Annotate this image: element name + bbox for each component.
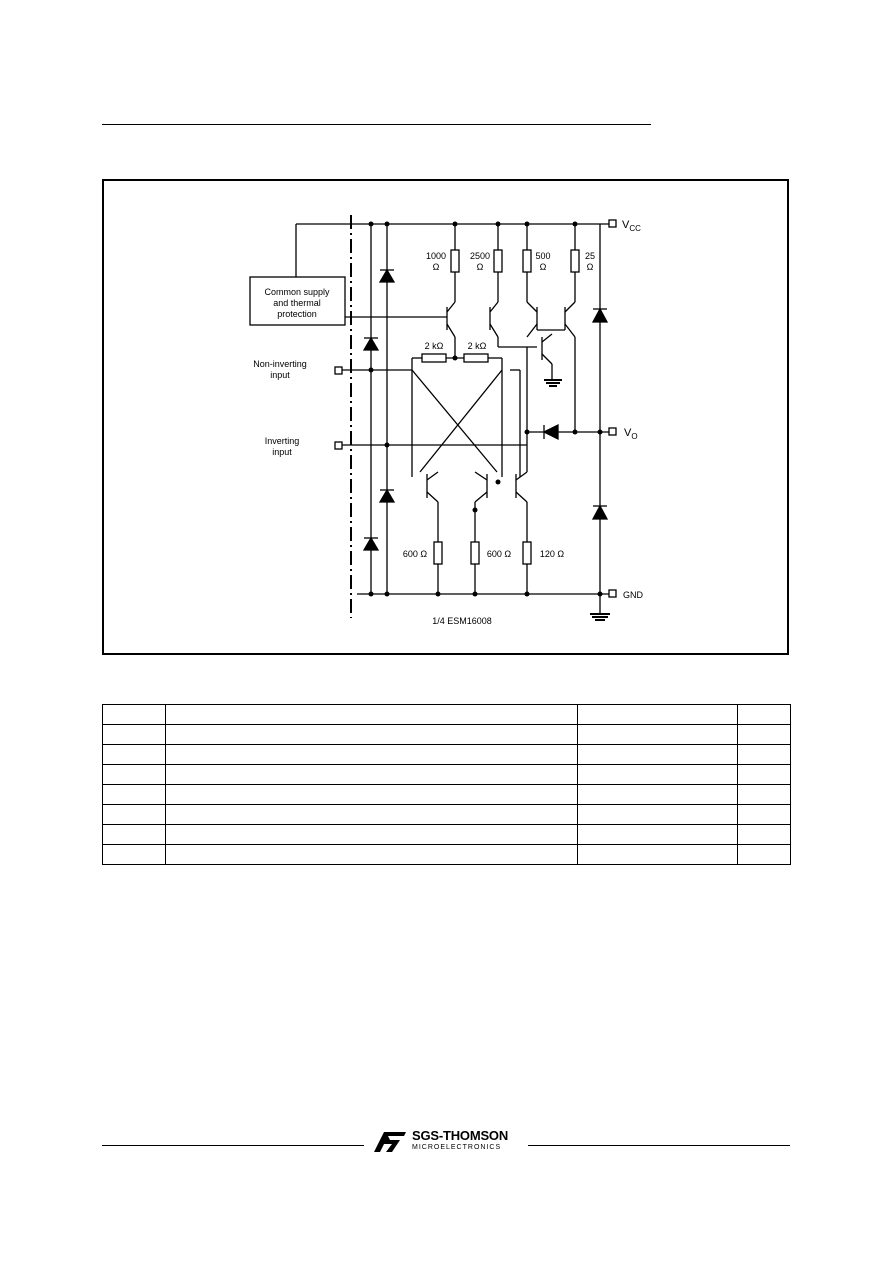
- common-supply-block: [249, 276, 346, 326]
- table-row: [102, 744, 791, 765]
- transistor-icon: [474, 471, 488, 503]
- r7-label: 600 Ω: [403, 549, 428, 559]
- noninv-label-2: input: [270, 370, 290, 380]
- common-block-line-2: and thermal: [273, 298, 321, 308]
- ratings-table: [102, 704, 791, 865]
- transistor-icon: [564, 301, 576, 338]
- header-rule: [102, 124, 651, 125]
- diode-icon: [591, 504, 609, 520]
- resistor-2500: [493, 249, 503, 273]
- r2-value: 2500: [470, 251, 490, 261]
- diode-icon: [378, 488, 396, 503]
- r4-unit: Ω: [587, 262, 594, 272]
- transistor-icon: [526, 301, 538, 338]
- r4-value: 25: [585, 251, 595, 261]
- r1-unit: Ω: [433, 262, 440, 272]
- r9-label: 120 Ω: [540, 549, 565, 559]
- table-row: [102, 844, 791, 865]
- resistor-25: [570, 249, 580, 273]
- common-block-line-3: protection: [277, 309, 317, 319]
- transistor-icon: [515, 471, 528, 503]
- footer-subtitle: MICROELECTRONICS: [412, 1144, 502, 1151]
- inv-label-2: input: [272, 447, 292, 457]
- table-row: [102, 824, 791, 845]
- resistor-600-b: [470, 541, 480, 565]
- vo-label: VO: [624, 427, 638, 441]
- table-row: [102, 704, 791, 725]
- footer-rule-left: [102, 1145, 364, 1146]
- transistor-icon: [541, 333, 553, 380]
- transistor-icon: [426, 471, 439, 503]
- transistor-icon: [446, 301, 456, 338]
- inv-label-1: Inverting: [265, 436, 300, 446]
- r3-value: 500: [535, 251, 550, 261]
- footer-brand: SGS-THOMSON: [412, 1128, 509, 1143]
- table-row: [102, 784, 791, 805]
- output-terminal: [608, 427, 617, 436]
- diode-icon: [362, 336, 380, 351]
- r1-value: 1000: [426, 251, 446, 261]
- schematic-diagram: VCC VO GND Common supply and thermal pro…: [102, 179, 789, 655]
- r5-label: 2 kΩ: [425, 341, 444, 351]
- resistor-600-a: [433, 541, 443, 565]
- r6-label: 2 kΩ: [468, 341, 487, 351]
- table-row: [102, 764, 791, 785]
- footer-rule-right: [528, 1145, 790, 1146]
- noninv-input-terminal: [334, 366, 343, 375]
- resistor-500: [522, 249, 532, 273]
- resistor-1000: [450, 249, 460, 273]
- diode-icon: [378, 268, 396, 283]
- r3-unit: Ω: [540, 262, 547, 272]
- resistor-2k-left: [421, 353, 447, 363]
- diode-icon: [362, 536, 380, 551]
- diode-icon: [591, 307, 609, 323]
- common-block-line-1: Common supply: [264, 287, 330, 297]
- table-row: [102, 724, 791, 745]
- vcc-terminal: [608, 219, 617, 228]
- diode-icon: [542, 423, 559, 441]
- noninv-label-1: Non-inverting: [253, 359, 307, 369]
- resistor-120: [522, 541, 532, 565]
- gnd-terminal: [608, 589, 617, 598]
- schematic-caption: 1/4 ESM16008: [432, 616, 492, 626]
- table-row: [102, 804, 791, 825]
- st-logo-icon: [374, 1132, 406, 1152]
- transistor-icon: [489, 301, 499, 338]
- r2-unit: Ω: [477, 262, 484, 272]
- gnd-label: GND: [623, 590, 644, 600]
- vcc-label: VCC: [622, 219, 641, 233]
- inv-input-terminal: [334, 441, 343, 450]
- r8-label: 600 Ω: [487, 549, 512, 559]
- resistor-2k-right: [463, 353, 489, 363]
